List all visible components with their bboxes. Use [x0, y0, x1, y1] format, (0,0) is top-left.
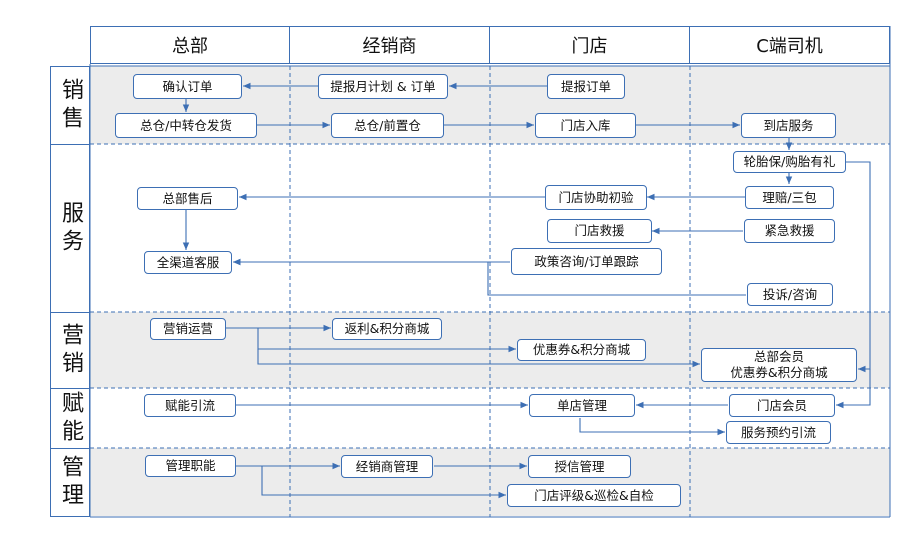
node-store-rescue: 门店救援 — [547, 219, 652, 243]
node-dealer-management: 经销商管理 — [341, 455, 433, 478]
row-label-marketing: 营销 — [50, 312, 90, 389]
node-service-booking-traffic: 服务预约引流 — [726, 421, 831, 444]
node-hq-after-sales: 总部售后 — [137, 187, 238, 210]
node-confirm-order: 确认订单 — [133, 74, 242, 99]
node-policy-order-tracking: 政策咨询/订单跟踪 — [511, 248, 662, 275]
node-marketing-operations: 营销运营 — [150, 318, 226, 340]
row-label-service: 服务 — [50, 144, 90, 313]
node-submit-order: 提报订单 — [547, 74, 625, 99]
node-omnichannel-support: 全渠道客服 — [144, 251, 232, 274]
node-hq-membership: 总部会员 优惠券&积分商城 — [701, 348, 857, 382]
node-hq-membership-line2: 优惠券&积分商城 — [730, 365, 828, 380]
node-credit-management: 授信管理 — [528, 455, 631, 478]
node-claims-warranty: 理赔/三包 — [745, 186, 834, 209]
node-hq-membership-line1: 总部会员 — [753, 349, 804, 364]
node-hq-warehouse-ship: 总仓/中转仓发货 — [115, 113, 257, 138]
column-header-dealer: 经销商 — [289, 26, 490, 64]
node-store-receiving: 门店入库 — [535, 113, 636, 138]
node-coupon-points-mall: 优惠券&积分商城 — [517, 339, 646, 361]
node-store-rating-inspection: 门店评级&巡检&自检 — [507, 484, 681, 507]
node-dealer-warehouse: 总仓/前置仓 — [331, 113, 444, 138]
node-single-store-mgmt: 单店管理 — [529, 394, 635, 417]
node-complaint-inquiry: 投诉/咨询 — [747, 283, 833, 306]
node-management-functions: 管理职能 — [145, 455, 236, 477]
node-store-initial-inspection: 门店协助初验 — [545, 185, 647, 210]
node-enablement-traffic: 赋能引流 — [144, 394, 236, 417]
row-label-management: 管理 — [50, 448, 90, 517]
node-tire-insurance-gift: 轮胎保/购胎有礼 — [733, 151, 846, 173]
node-emergency-rescue: 紧急救援 — [744, 219, 835, 243]
node-in-store-service: 到店服务 — [741, 113, 836, 138]
node-rebate-points-mall: 返利&积分商城 — [332, 318, 442, 340]
node-store-membership: 门店会员 — [729, 394, 835, 417]
row-label-enablement: 赋能 — [50, 388, 90, 449]
node-submit-monthly-plan: 提报月计划 & 订单 — [318, 74, 448, 99]
column-header-driver: C端司机 — [689, 26, 890, 64]
